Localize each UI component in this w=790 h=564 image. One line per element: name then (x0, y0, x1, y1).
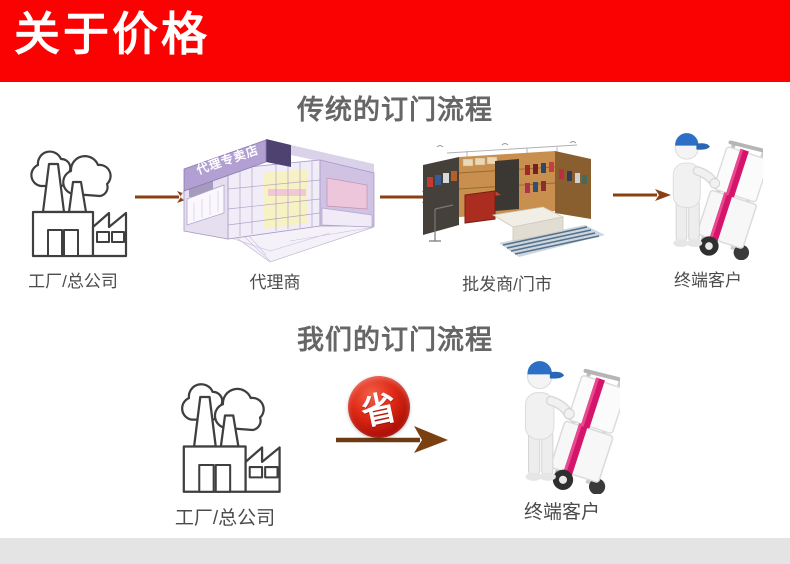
step-factory: 工厂/总公司 (10, 130, 136, 292)
header-banner: 关于价格 (0, 0, 790, 82)
big-arrow-icon (334, 420, 448, 459)
agent-store-illustration: 代理专卖店 (170, 131, 380, 265)
page-title: 关于价格 (14, 8, 210, 60)
save-badge-text: 省 (358, 387, 401, 433)
save-badge-icon: 省 (348, 376, 410, 438)
factory-icon (17, 130, 129, 264)
step-wholesale: 批发商/门市 (404, 133, 610, 295)
factory-label: 工厂/总公司 (28, 272, 118, 291)
flow-arrow-icon (611, 187, 671, 208)
step-agent: 代理专卖店 代理商 (168, 131, 382, 293)
customer-label-ours: 终端客户 (523, 502, 600, 523)
customer-handtruck-icon (653, 126, 763, 260)
save-badge-group: 省 (334, 376, 448, 458)
wholesale-store-illustration (407, 133, 607, 267)
footer-bar (0, 538, 790, 564)
step-factory-ours: 工厂/总公司 (160, 362, 290, 530)
factory-label-ours: 工厂/总公司 (174, 508, 276, 529)
agent-label: 代理商 (249, 273, 301, 292)
step-customer: 终端客户 (650, 126, 766, 291)
wholesale-label: 批发商/门市 (462, 275, 552, 294)
our-flow-title: 我们的订门流程 (297, 325, 493, 355)
customer-label: 终端客户 (674, 271, 742, 290)
traditional-flow-title: 传统的订门流程 (297, 95, 493, 125)
factory-icon (167, 362, 283, 500)
customer-handtruck-icon (504, 356, 620, 494)
step-customer-ours: 终端客户 (496, 356, 628, 524)
